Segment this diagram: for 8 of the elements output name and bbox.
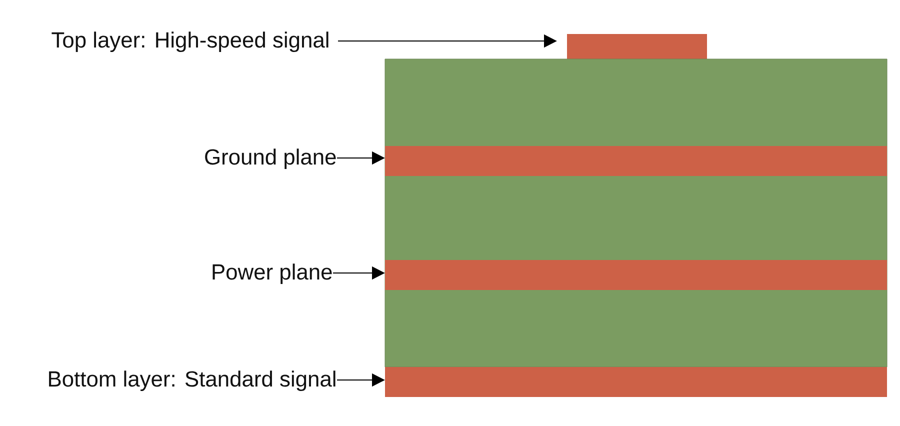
layer-label: Bottom layer: Standard signal [49,370,336,392]
copper-layer [385,146,887,176]
layer-label: Top layer: High-speed signal [52,32,328,52]
copper-layer [385,260,887,290]
copper-layer [385,367,887,397]
layer-label: Ground plane [205,148,336,170]
signal-trace [567,34,707,59]
layer-label: Power plane [212,264,332,284]
